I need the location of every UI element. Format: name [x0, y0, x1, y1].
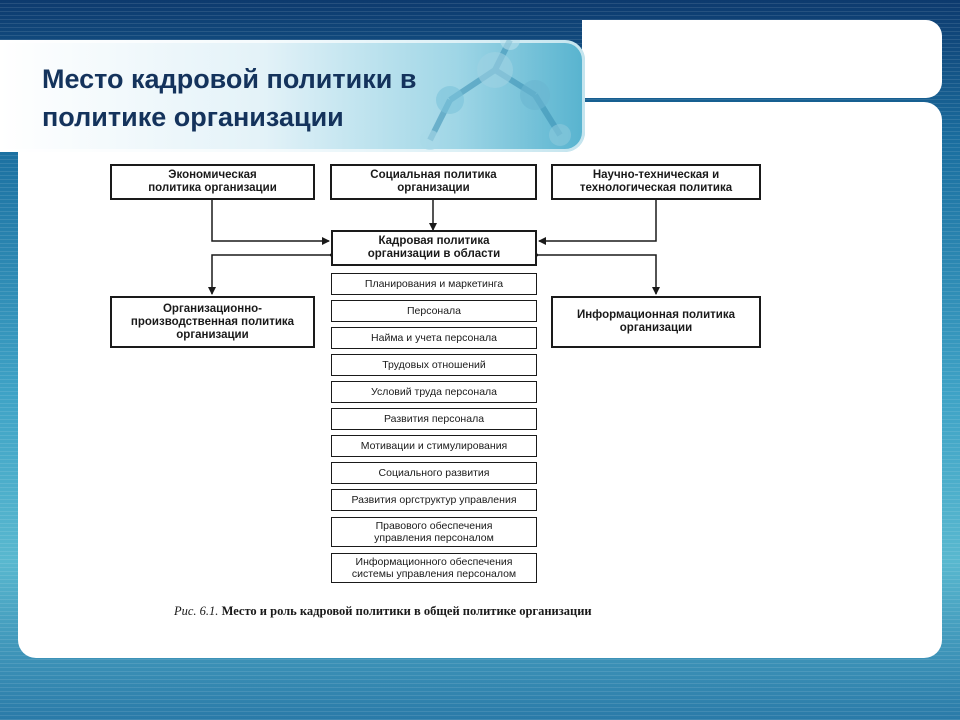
- hr-policy-box: Кадровая политика организации в области: [331, 230, 537, 266]
- area-box-work-conditions: Условий труда персонала: [331, 381, 537, 403]
- area-box-social-development: Социального развития: [331, 462, 537, 484]
- area-box-info-support: Информационного обеспечения системы упра…: [331, 553, 537, 583]
- production-policy-box: Организационно-производственная политика…: [110, 296, 315, 348]
- area-box-planning: Планирования и маркетинга: [331, 273, 537, 295]
- caption-prefix: Рис. 6.1.: [174, 604, 219, 618]
- economic-policy-box: Экономическая политика организации: [110, 164, 315, 200]
- social-policy-box: Социальная политика организации: [330, 164, 537, 200]
- area-box-labor-relations: Трудовых отношений: [331, 354, 537, 376]
- molecule-icon: [420, 40, 571, 150]
- figure-caption: Рис. 6.1. Место и роль кадровой политики…: [174, 604, 592, 619]
- area-box-hiring: Найма и учета персонала: [331, 327, 537, 349]
- policy-diagram: Экономическая политика организации Социа…: [100, 152, 780, 632]
- area-box-development: Развития персонала: [331, 408, 537, 430]
- information-policy-box: Информационная политика организации: [551, 296, 761, 348]
- top-white-panel: [582, 20, 942, 98]
- area-box-org-structure: Развития оргструктур управления: [331, 489, 537, 511]
- area-box-personnel: Персонала: [331, 300, 537, 322]
- caption-text: Место и роль кадровой политики в общей п…: [221, 604, 592, 618]
- area-box-motivation: Мотивации и стимулирования: [331, 435, 537, 457]
- diagram-connectors: [208, 193, 660, 295]
- title-band: [0, 40, 585, 152]
- area-box-legal-support: Правового обеспечения управления персона…: [331, 517, 537, 547]
- scitech-policy-box: Научно-техническая и технологическая пол…: [551, 164, 761, 200]
- slide-title: Место кадровой политики в политике орган…: [42, 64, 417, 132]
